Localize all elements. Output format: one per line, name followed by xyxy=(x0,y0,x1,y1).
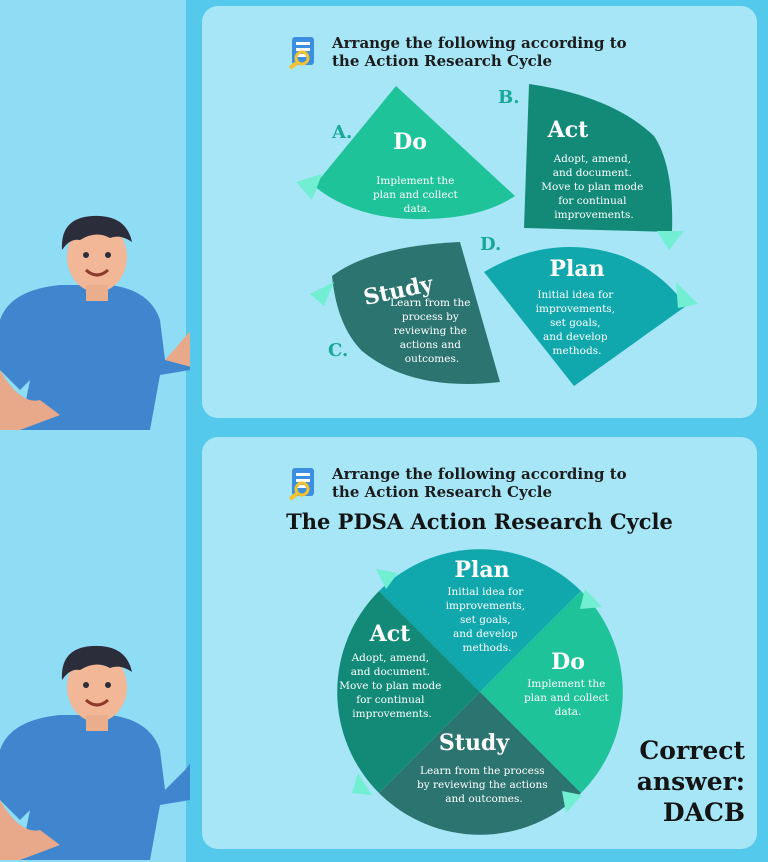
quiz-title-act: Act xyxy=(547,117,589,143)
cycle-segment-do xyxy=(480,591,623,793)
cycle-heading: The PDSA Action Research Cycle xyxy=(286,509,673,534)
answer-panel: Arrange the following according to the A… xyxy=(202,437,757,849)
arrow-icon xyxy=(657,231,684,250)
quiz-pieces: A. Do Implement the plan and collect dat… xyxy=(296,84,698,386)
cycle-desc-act: Adopt, amend, and document. Move to plan… xyxy=(339,652,444,720)
arrow-icon xyxy=(352,773,372,795)
correct-answer: Correct answer: DACB xyxy=(636,736,745,827)
quiz-title-plan: Plan xyxy=(549,256,604,282)
arrow-icon xyxy=(580,589,602,609)
arrow-icon xyxy=(310,282,334,306)
arrow-icon xyxy=(562,791,582,813)
character-illustration xyxy=(0,645,190,860)
quiz-desc-do: Implement the plan and collect data. xyxy=(373,175,461,215)
cycle-title-plan: Plan xyxy=(454,557,509,583)
quiz-piece-act[interactable]: B. Act Adopt, amend, and document. Move … xyxy=(498,84,684,250)
cycle-segment-study xyxy=(379,692,581,835)
character-illustration xyxy=(0,215,190,430)
cycle-title-act: Act xyxy=(369,621,411,647)
document-magnifier-icon xyxy=(288,37,314,70)
cycle-segment-plan xyxy=(379,549,581,692)
arrow-icon xyxy=(676,282,698,308)
prompt-title: Arrange the following according to the A… xyxy=(332,465,627,501)
arrow-icon xyxy=(376,569,398,589)
quiz-desc-plan: Initial idea for improvements, set goals… xyxy=(536,289,619,357)
quiz-letter-study: C. xyxy=(328,340,348,361)
prompt-title: Arrange the following according to the A… xyxy=(332,34,627,70)
quiz-letter-act: B. xyxy=(498,87,519,108)
pdsa-cycle-diagram: Plan Initial idea for improvements, set … xyxy=(337,549,623,835)
quiz-desc-study: Learn from the process by reviewing the … xyxy=(390,297,474,365)
quiz-letter-do: A. xyxy=(331,122,352,143)
document-magnifier-icon xyxy=(288,468,314,501)
arrow-icon xyxy=(296,174,322,200)
cycle-title-study: Study xyxy=(439,730,510,756)
cycle-desc-do: Implement the plan and collect data. xyxy=(524,678,612,718)
cycle-desc-study: Learn from the process by reviewing the … xyxy=(417,765,551,805)
quiz-piece-study[interactable]: C. Study Learn from the process by revie… xyxy=(310,242,500,384)
quiz-piece-do[interactable]: A. Do Implement the plan and collect dat… xyxy=(296,86,515,220)
quiz-panel: Arrange the following according to the A… xyxy=(202,6,757,418)
quiz-title-do: Do xyxy=(393,129,427,155)
quiz-piece-plan[interactable]: D. Plan Initial idea for improvements, s… xyxy=(480,234,698,386)
cycle-title-do: Do xyxy=(551,649,585,675)
cycle-desc-plan: Initial idea for improvements, set goals… xyxy=(446,586,529,654)
quiz-letter-plan: D. xyxy=(480,234,501,255)
quiz-desc-act: Adopt, amend, and document. Move to plan… xyxy=(541,153,646,221)
cycle-segment-act xyxy=(337,591,480,793)
